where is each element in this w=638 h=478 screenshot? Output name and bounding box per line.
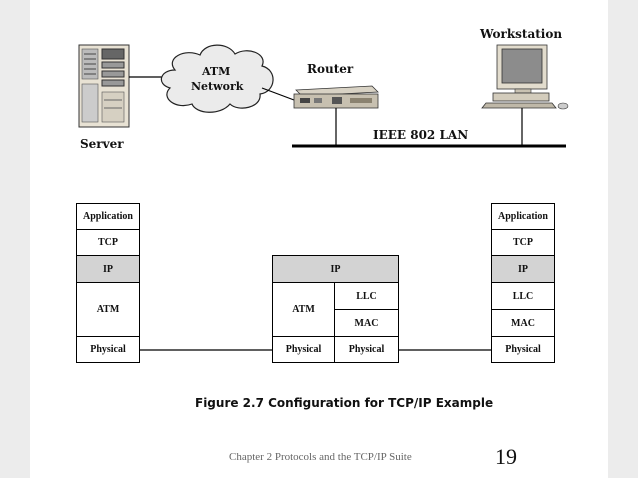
middle-stack-mac: MAC (334, 309, 399, 337)
lan-label: IEEE 802 LAN (373, 128, 469, 142)
middle-stack-physical-atm: Physical (272, 336, 335, 363)
server-label: Server (80, 137, 124, 151)
workstation-label: Workstation (480, 27, 563, 41)
right-stack-physical: Physical (491, 336, 555, 363)
middle-stack-llc: LLC (334, 282, 399, 310)
middle-stack-physical-lan: Physical (334, 336, 399, 363)
left-stack-ip: IP (76, 255, 140, 283)
router-label: Router (307, 62, 354, 76)
middle-stack-atm: ATM (272, 282, 335, 337)
middle-stack-ip: IP (272, 255, 399, 283)
left-stack-atm: ATM (76, 282, 140, 337)
atm-cloud-label-2: Network (191, 80, 244, 93)
figure-caption: Figure 2.7 Configuration for TCP/IP Exam… (195, 396, 494, 410)
right-stack-mac: MAC (491, 309, 555, 337)
atm-cloud-label-1: ATM (202, 65, 231, 78)
page-number: 19 (495, 444, 517, 469)
slide-footer: Chapter 2 Protocols and the TCP/IP Suite (229, 451, 412, 463)
left-stack-tcp: TCP (76, 229, 140, 256)
right-stack-application: Application (491, 203, 555, 230)
right-stack-ip: IP (491, 255, 555, 283)
left-stack-physical: Physical (76, 336, 140, 363)
right-stack-tcp: TCP (491, 229, 555, 256)
left-stack-application: Application (76, 203, 140, 230)
right-stack-llc: LLC (491, 282, 555, 310)
